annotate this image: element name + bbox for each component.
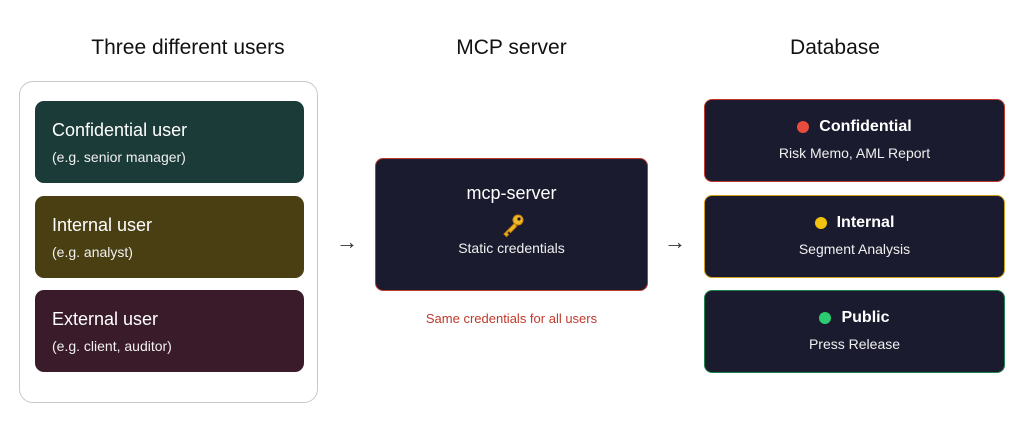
db-content: Press Release [808,336,901,352]
db-public-card: Public Press Release [704,290,1005,373]
db-confidential-card: Confidential Risk Memo, AML Report [704,99,1005,182]
db-content: Segment Analysis [798,241,911,257]
key-icon [376,214,647,238]
server-column-title: MCP server [456,36,567,59]
db-level: Internal [836,214,895,231]
red-dot-icon [797,121,810,133]
database-column-title: Database [790,36,880,59]
confidential-user-card: Confidential user (e.g. senior manager) [35,101,304,183]
users-column-title: Three different users [91,36,285,59]
arrow-icon: → [664,229,686,254]
db-internal-card: Internal Segment Analysis [704,195,1005,278]
user-name: Confidential user [52,120,188,140]
mcp-server-card: mcp-server Static credentials [375,158,648,291]
shared-credentials-note: Same credentials for all users [425,311,598,326]
db-level: Confidential [819,118,912,135]
server-title: mcp-server [466,183,557,203]
green-dot-icon [819,312,832,324]
external-user-card: External user (e.g. client, auditor) [35,290,304,372]
user-example: (e.g. analyst) [52,244,133,260]
db-level: Public [841,309,890,326]
user-name: External user [52,309,159,329]
server-subtitle: Static credentials [458,240,565,256]
arrow-icon: → [336,229,358,254]
user-example: (e.g. senior manager) [52,149,186,165]
yellow-dot-icon [814,217,827,229]
user-name: Internal user [52,215,153,235]
users-group-frame [19,81,318,403]
internal-user-card: Internal user (e.g. analyst) [35,196,304,278]
db-content: Risk Memo, AML Report [778,145,931,161]
user-example: (e.g. client, auditor) [52,338,172,354]
